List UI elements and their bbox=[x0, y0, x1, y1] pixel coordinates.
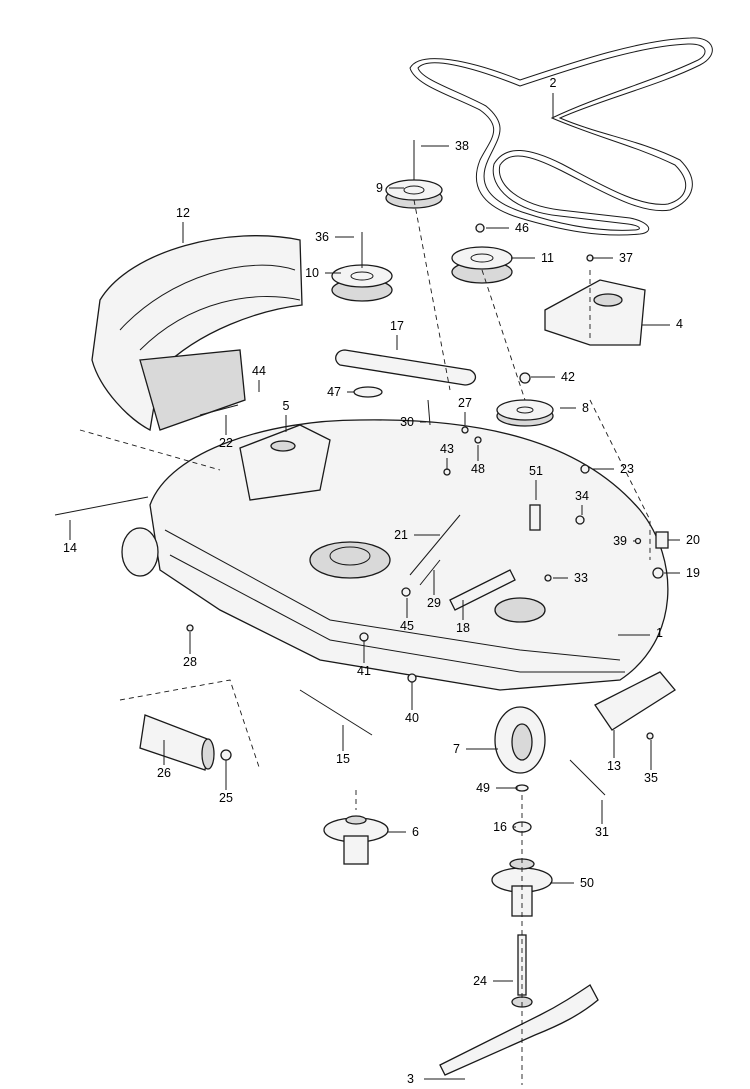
callout-label-22: 22 bbox=[219, 436, 233, 450]
nut-46 bbox=[475, 223, 485, 233]
callout-label-29: 29 bbox=[427, 596, 441, 610]
callout-label-17: 17 bbox=[390, 319, 404, 333]
mower-blade bbox=[439, 984, 599, 1076]
nut-42 bbox=[519, 372, 531, 384]
callout-label-36: 36 bbox=[315, 230, 329, 244]
link-29 bbox=[419, 559, 441, 586]
clip-27 bbox=[461, 426, 469, 434]
deck-shell bbox=[149, 419, 669, 691]
callout-label-23: 23 bbox=[620, 462, 634, 476]
callout-label-1: 1 bbox=[656, 626, 663, 640]
bracket-18 bbox=[449, 569, 516, 611]
callout-label-31: 31 bbox=[595, 825, 609, 839]
callout-label-4: 4 bbox=[676, 317, 683, 331]
bushing-20 bbox=[655, 531, 669, 549]
callout-label-28: 28 bbox=[183, 655, 197, 669]
idler-pulley-9 bbox=[385, 179, 443, 209]
callout-label-2: 2 bbox=[550, 76, 557, 90]
callout-label-27: 27 bbox=[458, 396, 472, 410]
spring-22 bbox=[199, 404, 239, 416]
idler-arm bbox=[335, 349, 477, 386]
callout-label-20: 20 bbox=[686, 533, 700, 547]
callout-label-8: 8 bbox=[582, 401, 589, 415]
part-callouts: 1234567891011121314151617181920212223242… bbox=[63, 76, 700, 1086]
bolt-33 bbox=[544, 574, 552, 582]
anti-scalp-wheel-left bbox=[121, 527, 159, 577]
anti-scalp-wheel-7 bbox=[494, 706, 546, 774]
rod-14 bbox=[54, 496, 149, 516]
washer-47 bbox=[353, 386, 383, 398]
bolt-34 bbox=[575, 515, 585, 525]
callout-label-7: 7 bbox=[453, 742, 460, 756]
callout-label-37: 37 bbox=[619, 251, 633, 265]
rod-15 bbox=[299, 689, 373, 736]
callout-label-40: 40 bbox=[405, 711, 419, 725]
washer-48 bbox=[474, 436, 482, 444]
callout-label-46: 46 bbox=[515, 221, 529, 235]
callout-label-43: 43 bbox=[440, 442, 454, 456]
callout-label-6: 6 bbox=[412, 825, 419, 839]
bolt-23 bbox=[580, 464, 590, 474]
callout-label-16: 16 bbox=[493, 820, 507, 834]
spindle-pulley bbox=[496, 399, 554, 427]
callout-label-13: 13 bbox=[607, 759, 621, 773]
drive-belt bbox=[409, 37, 713, 236]
spring-51 bbox=[529, 504, 541, 531]
pin-28 bbox=[186, 624, 194, 632]
callout-label-12: 12 bbox=[176, 206, 190, 220]
idler-pulley-11 bbox=[451, 246, 513, 284]
callout-label-10: 10 bbox=[305, 266, 319, 280]
callout-label-48: 48 bbox=[471, 462, 485, 476]
belt-cover-left bbox=[239, 424, 331, 501]
belt-cover-right bbox=[544, 279, 646, 346]
callout-label-47: 47 bbox=[327, 385, 341, 399]
nut-40 bbox=[407, 673, 417, 683]
callout-label-39: 39 bbox=[613, 534, 627, 548]
callout-label-51: 51 bbox=[529, 464, 543, 478]
callout-label-25: 25 bbox=[219, 791, 233, 805]
callout-label-5: 5 bbox=[283, 399, 290, 413]
callout-label-44: 44 bbox=[252, 364, 266, 378]
callout-label-3: 3 bbox=[407, 1072, 414, 1086]
callout-label-34: 34 bbox=[575, 489, 589, 503]
fitting-19 bbox=[652, 567, 664, 579]
spring-21 bbox=[409, 514, 461, 576]
callout-label-38: 38 bbox=[455, 139, 469, 153]
callout-label-33: 33 bbox=[574, 571, 588, 585]
bolt-30 bbox=[427, 399, 431, 426]
callout-label-14: 14 bbox=[63, 541, 77, 555]
assembly-lines bbox=[79, 199, 651, 1085]
callout-label-35: 35 bbox=[644, 771, 658, 785]
bolt-35 bbox=[646, 732, 654, 740]
nut-45 bbox=[401, 587, 411, 597]
callout-label-49: 49 bbox=[476, 781, 490, 795]
bolt-39 bbox=[634, 537, 642, 545]
callout-label-50: 50 bbox=[580, 876, 594, 890]
callout-label-21: 21 bbox=[394, 528, 408, 542]
washer-25 bbox=[220, 749, 232, 761]
callout-label-42: 42 bbox=[561, 370, 575, 384]
callout-label-26: 26 bbox=[157, 766, 171, 780]
spindle-housing-6 bbox=[323, 815, 389, 865]
bumper-13 bbox=[594, 671, 676, 731]
callout-label-41: 41 bbox=[357, 664, 371, 678]
roller-26 bbox=[139, 714, 215, 771]
callout-label-45: 45 bbox=[400, 619, 414, 633]
nut-41 bbox=[359, 632, 369, 642]
bolt-31 bbox=[569, 759, 606, 796]
discharge-chute bbox=[91, 235, 303, 431]
callout-label-18: 18 bbox=[456, 621, 470, 635]
callout-label-11: 11 bbox=[541, 251, 554, 265]
callout-label-24: 24 bbox=[473, 974, 487, 988]
idler-pulley-10 bbox=[331, 264, 393, 302]
callout-label-15: 15 bbox=[336, 752, 350, 766]
callout-label-19: 19 bbox=[686, 566, 700, 580]
callout-label-9: 9 bbox=[376, 181, 383, 195]
callout-label-30: 30 bbox=[400, 415, 414, 429]
